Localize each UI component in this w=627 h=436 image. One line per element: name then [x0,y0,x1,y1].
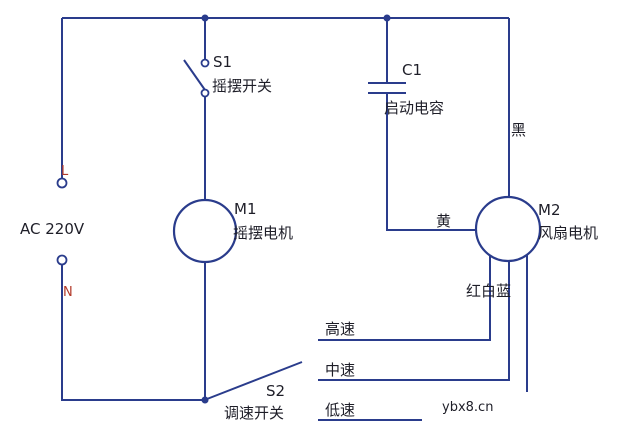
red-white-blue-label: 红白蓝 [466,282,511,300]
s1-contact-top [200,58,210,68]
c1-name-label: 启动电容 [384,99,444,117]
mid-speed-label: 中速 [325,361,355,379]
white-wire [318,250,510,381]
ac-label: AC 220V [20,220,85,238]
s1-label: S1 [213,53,232,71]
s2-name-label: 调速开关 [224,404,284,422]
s1-switch [200,58,210,98]
m1-motor [172,198,238,264]
s1-name-label: 摇摆开关 [212,77,272,95]
s1-contact-bottom [200,88,210,98]
m2-label: M2 [538,201,561,219]
junction-dot [383,14,391,22]
yellow-wire-label: 黄 [436,212,451,230]
s2-label: S2 [266,382,285,400]
s2-switch-blade [206,361,303,400]
s1-switch-blade [183,59,206,91]
l-terminal [56,177,68,189]
l-label: L [61,164,69,179]
high-speed-label: 高速 [325,320,355,338]
c1-capacitor [368,82,406,94]
low-speed-label: 低速 [325,401,355,419]
watermark-background [424,392,544,422]
watermark: ybx8.cn [442,400,493,415]
m2-name-label: 风扇电机 [538,224,598,242]
red-wire [318,250,491,341]
black-wire-label: 黑 [511,121,526,139]
junctions [201,14,391,404]
c1-lower-wire [386,93,476,231]
junction-dot [201,14,209,22]
c1-label: C1 [402,61,422,79]
junction-dot [201,396,209,404]
m1-label: M1 [234,200,257,218]
m1-name-label: 摇摆电机 [233,224,293,242]
left-lower-wire [61,262,205,401]
n-terminal [56,254,68,266]
n-label: N [63,285,73,300]
wires [61,17,528,421]
m2-motor [474,195,542,263]
